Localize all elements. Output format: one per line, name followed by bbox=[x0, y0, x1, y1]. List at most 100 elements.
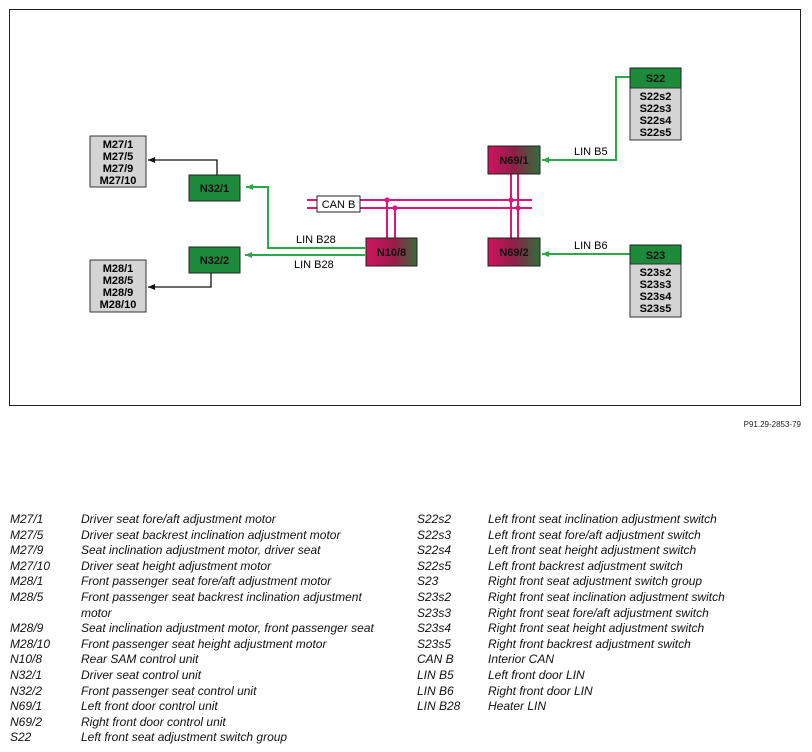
s23s3-label: S23s3 bbox=[640, 279, 672, 291]
wiring-diagram: CAN B LIN B28 LIN B28 LIN B5 LIN B6 M27/… bbox=[89, 67, 682, 318]
legend-code: N32/2 bbox=[10, 683, 43, 698]
legend-code: N69/2 bbox=[10, 714, 43, 729]
legend-description: Right front backrest adjustment switch bbox=[488, 636, 691, 651]
lin-b28-label-top: LIN B28 bbox=[296, 234, 336, 246]
legend-description: Heater LIN bbox=[488, 699, 547, 714]
legend-code: S22 bbox=[10, 730, 32, 745]
legend-description: Right front door LIN bbox=[488, 683, 593, 698]
m28-5-label: M28/5 bbox=[103, 275, 134, 287]
lin-b6-label: LIN B6 bbox=[574, 240, 608, 252]
legend-code: S23s4 bbox=[417, 621, 452, 636]
n69-1-label: N69/1 bbox=[499, 155, 528, 167]
legend-code: M28/1 bbox=[10, 574, 44, 589]
n32-2-label: N32/2 bbox=[200, 255, 229, 267]
lin-b5-label: LIN B5 bbox=[574, 146, 608, 158]
legend-description: Left front door control unit bbox=[81, 699, 218, 714]
m27-1-label: M27/1 bbox=[103, 139, 134, 151]
legend-description: Left front seat fore/aft adjustment swit… bbox=[488, 527, 701, 542]
legend-row: N10/8 Rear SAM control unit bbox=[10, 652, 400, 668]
legend-row: LIN B5 Left front door LIN bbox=[417, 668, 807, 684]
legend-row: S22 Left front seat adjustment switch gro… bbox=[10, 730, 400, 746]
legend-description: Front passenger seat control unit bbox=[81, 683, 257, 698]
legend-code: N69/1 bbox=[10, 699, 43, 714]
legend-row: M27/1 Driver seat fore/aft adjustment mot… bbox=[10, 512, 400, 528]
n10-8-label: N10/8 bbox=[377, 247, 406, 259]
legend-row: M28/9 Seat inclination adjustment motor, … bbox=[10, 621, 400, 637]
legend-description: Front passenger seat fore/aft adjustment… bbox=[81, 574, 332, 589]
s22s5-label: S22s5 bbox=[640, 127, 672, 139]
legend-description: Left front backrest adjustment switch bbox=[488, 558, 683, 573]
figure-reference-code: P91.29-2853-79 bbox=[743, 420, 801, 429]
n32-1-unit: N32/1 bbox=[188, 174, 241, 202]
lin-lines bbox=[245, 76, 630, 258]
legend-description: Right front seat inclination adjustment … bbox=[488, 589, 725, 604]
can-b-label-box bbox=[316, 195, 361, 213]
legend-row: N69/2 Right front door control unit bbox=[10, 715, 400, 731]
n32-1-label: N32/1 bbox=[200, 183, 229, 195]
legend-left-column: M27/1 Driver seat fore/aft adjustment mot… bbox=[10, 512, 400, 746]
legend-code: M27/5 bbox=[10, 527, 44, 542]
legend-row: M27/5 Driver seat backrest inclination ad… bbox=[10, 528, 400, 544]
legend-row: N69/1 Left front door control unit bbox=[10, 699, 400, 715]
can-b-label: CAN B bbox=[322, 199, 356, 211]
legend-description: Driver seat height adjustment motor bbox=[81, 558, 272, 573]
legend-code: M28/9 bbox=[10, 621, 44, 636]
n69-2-unit: N69/2 bbox=[487, 237, 541, 267]
m28-group: M28/1 M28/5 M28/9 M28/10 bbox=[89, 259, 147, 313]
legend-code: S22s3 bbox=[417, 527, 452, 542]
lin-b28-label-bottom: LIN B28 bbox=[294, 259, 334, 271]
s23-head-label: S23 bbox=[646, 250, 666, 262]
m28-10-label: M28/10 bbox=[100, 299, 137, 311]
legend-description: Front passenger seat backrest inclinatio… bbox=[81, 589, 362, 620]
legend-code: LIN B5 bbox=[417, 667, 454, 682]
legend-row: LIN B28 Heater LIN bbox=[417, 699, 807, 715]
legend-description: Rear SAM control unit bbox=[81, 652, 199, 667]
m27-10-label: M27/10 bbox=[100, 175, 137, 187]
legend-row: M28/1 Front passenger seat fore/aft adjus… bbox=[10, 574, 400, 590]
legend-row: S23 Right front seat adjustment switch gr… bbox=[417, 574, 807, 590]
s23s5-label: S23s5 bbox=[640, 303, 672, 315]
legend-description: Right front seat fore/aft adjustment swi… bbox=[488, 605, 709, 620]
legend-description: Left front door LIN bbox=[488, 667, 585, 682]
legend-row: M28/5 Front passenger seat backrest incli… bbox=[10, 590, 400, 621]
s23s2-label: S23s2 bbox=[640, 267, 672, 279]
legend-code: S23 bbox=[417, 574, 439, 589]
m27-5-label: M27/5 bbox=[103, 151, 134, 163]
n69-1-unit: N69/1 bbox=[487, 145, 541, 175]
legend-description: Right front seat adjustment switch group bbox=[488, 574, 703, 589]
legend-code: LIN B28 bbox=[417, 699, 461, 714]
legend-code: M28/10 bbox=[10, 636, 51, 651]
legend-code: N10/8 bbox=[10, 652, 43, 667]
s22s2-label: S22s2 bbox=[640, 91, 672, 103]
legend-code: M28/5 bbox=[10, 589, 44, 604]
motor-lines bbox=[148, 157, 218, 290]
legend-description: Right front seat height adjustment switc… bbox=[488, 621, 705, 636]
legend-description: Seat inclination adjustment motor, front… bbox=[81, 621, 374, 636]
n32-2-unit: N32/2 bbox=[188, 246, 241, 274]
legend-description: Right front door control unit bbox=[81, 714, 226, 729]
s22-switch-group: S22 S22s2 S22s3 S22s4 S22s5 bbox=[629, 67, 682, 141]
legend-row: S22s3 Left front seat fore/aft adjustment… bbox=[417, 528, 807, 544]
can-b-junctions bbox=[384, 197, 521, 211]
legend-description: Driver seat backrest inclination adjustm… bbox=[81, 527, 341, 542]
legend-description: Driver seat fore/aft adjustment motor bbox=[81, 512, 276, 526]
legend-description: Left front seat inclination adjustment s… bbox=[488, 512, 717, 526]
legend-code: S22s4 bbox=[417, 543, 452, 558]
s23-switch-group: S23 S23s2 S23s3 S23s4 S23s5 bbox=[629, 244, 682, 318]
m28-9-label: M28/9 bbox=[103, 287, 134, 299]
legend-code: M27/1 bbox=[10, 512, 44, 526]
legend-description: Seat inclination adjustment motor, drive… bbox=[81, 543, 321, 558]
s22-head-label: S22 bbox=[646, 73, 666, 85]
legend-description: Left front seat adjustment switch group bbox=[81, 730, 288, 745]
legend-description: Driver seat control unit bbox=[81, 667, 202, 682]
